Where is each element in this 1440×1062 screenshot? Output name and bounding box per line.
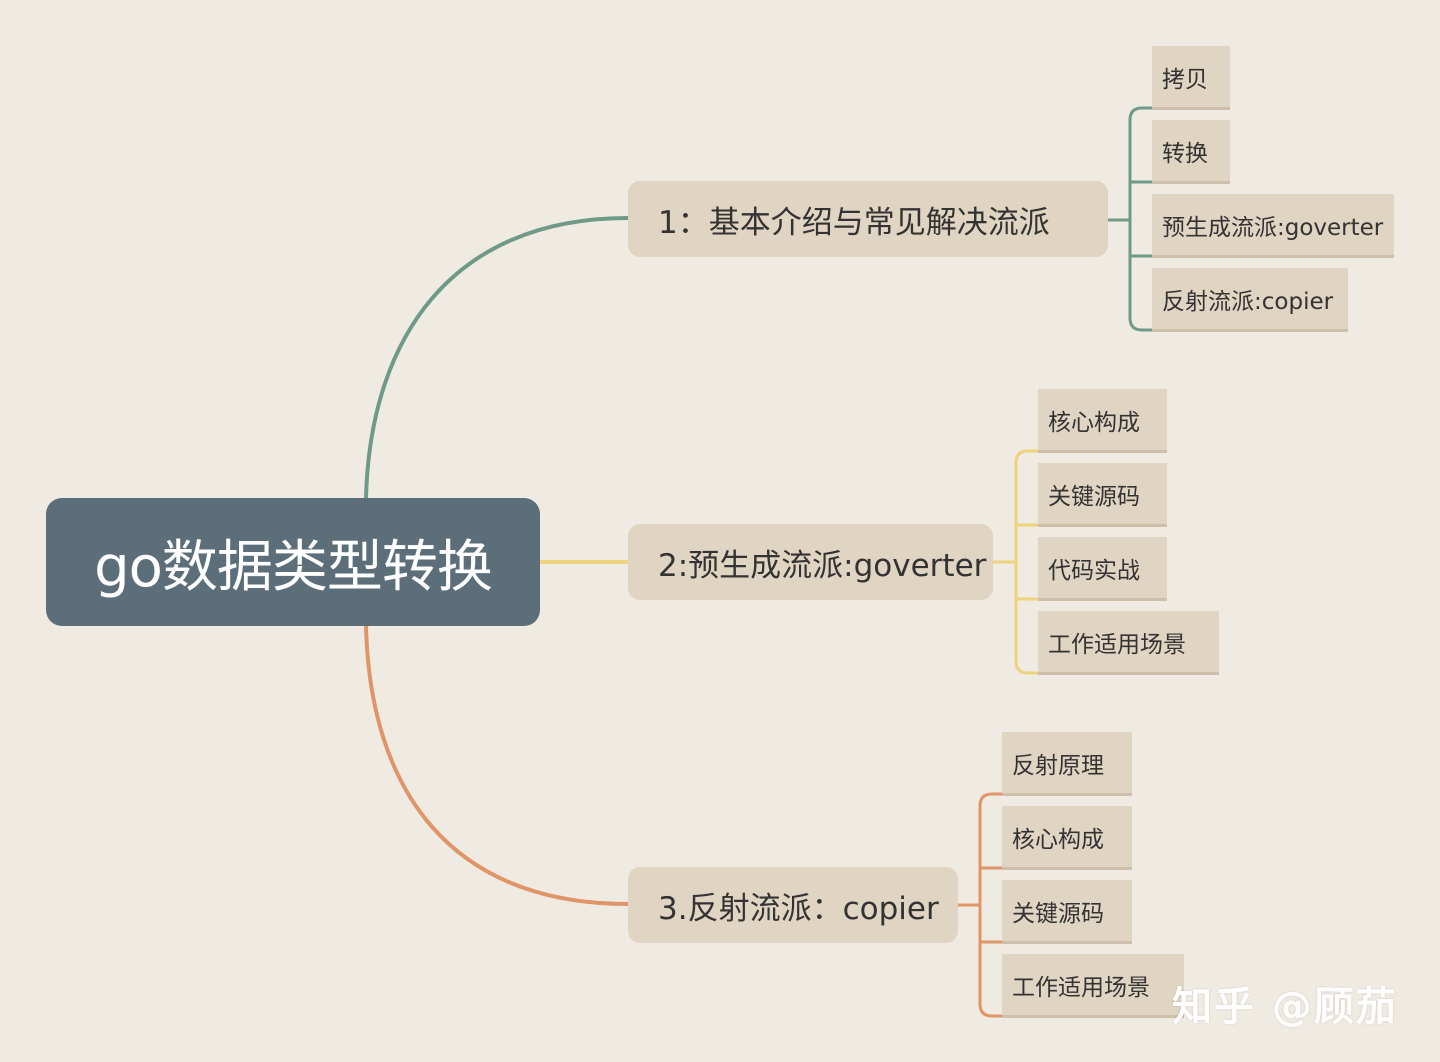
subtopic-3-4: 工作适用场景 xyxy=(1002,954,1184,1018)
subtopic-3-3: 关键源码 xyxy=(1002,880,1132,944)
branch-topic-1: 1：基本介绍与常见解决流派 xyxy=(628,181,1108,257)
subtopic-3-1: 反射原理 xyxy=(1002,732,1132,796)
root-topic: go数据类型转换 xyxy=(46,498,540,626)
subtopic-3-2: 核心构成 xyxy=(1002,806,1132,870)
subtopic-1-3: 预生成流派:goverter xyxy=(1152,194,1394,258)
subtopic-1-4: 反射流派:copier xyxy=(1152,268,1348,332)
subtopic-2-3: 代码实战 xyxy=(1038,537,1167,601)
connector-root-branch-3 xyxy=(364,625,629,906)
zhihu-watermark: 知乎 @顾茄 xyxy=(1172,984,1398,1030)
subtopic-2-4: 工作适用场景 xyxy=(1038,611,1219,675)
connector-root-branch-1 xyxy=(364,216,629,499)
bracket-branch-3 xyxy=(958,792,1002,1018)
bracket-branch-1 xyxy=(1108,106,1152,332)
bracket-branch-2 xyxy=(993,449,1038,675)
subtopic-2-1: 核心构成 xyxy=(1038,389,1167,453)
branch-topic-3: 3.反射流派：copier xyxy=(628,867,958,943)
subtopic-2-2: 关键源码 xyxy=(1038,463,1167,527)
branch-topic-2: 2:预生成流派:goverter xyxy=(628,524,993,600)
subtopic-1-1: 拷贝 xyxy=(1152,46,1230,110)
subtopic-1-2: 转换 xyxy=(1152,120,1230,184)
